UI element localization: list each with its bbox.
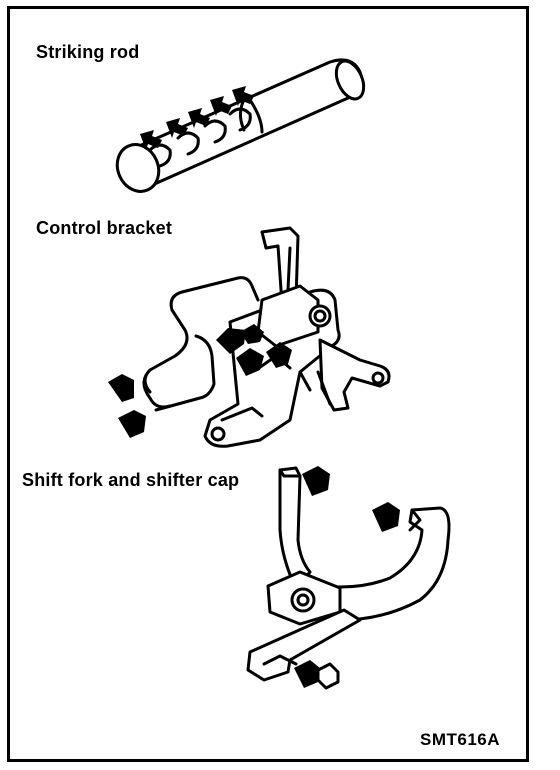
label-striking-rod: Striking rod bbox=[36, 42, 140, 62]
figure-code: SMT616A bbox=[420, 730, 501, 749]
control-bracket-arrows bbox=[108, 324, 292, 438]
shift-fork-arrows bbox=[294, 466, 400, 688]
label-control-bracket: Control bracket bbox=[36, 218, 173, 238]
striking-rod-drawing bbox=[115, 58, 366, 193]
label-shift-fork: Shift fork and shifter cap bbox=[22, 470, 240, 490]
control-bracket-drawing bbox=[142, 226, 391, 448]
shift-fork-drawing bbox=[246, 466, 451, 690]
striking-rod-arrows bbox=[140, 86, 254, 150]
